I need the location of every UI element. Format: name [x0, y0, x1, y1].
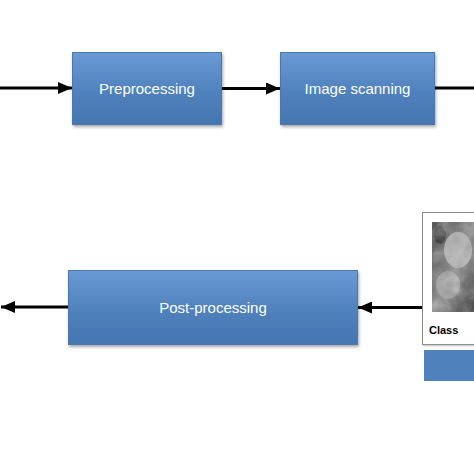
- process-box: Preprocessing: [72, 52, 222, 125]
- node-label: Preprocessing: [99, 80, 195, 97]
- node-label: Post-processing: [159, 299, 267, 316]
- node-label: Class: [429, 324, 458, 336]
- input-arrow: [0, 87, 72, 90]
- face-image: [432, 222, 474, 312]
- process-box: Post-processing: [68, 270, 358, 345]
- flow-arrow: [358, 306, 422, 309]
- process-box: Image scanning: [280, 52, 435, 125]
- output-arrow: [1, 306, 68, 309]
- classifier-frame: Class: [422, 212, 474, 345]
- blue-bar: [424, 350, 474, 381]
- node-label: Image scanning: [305, 80, 411, 97]
- output-line: [435, 87, 474, 90]
- flow-arrow: [222, 87, 280, 90]
